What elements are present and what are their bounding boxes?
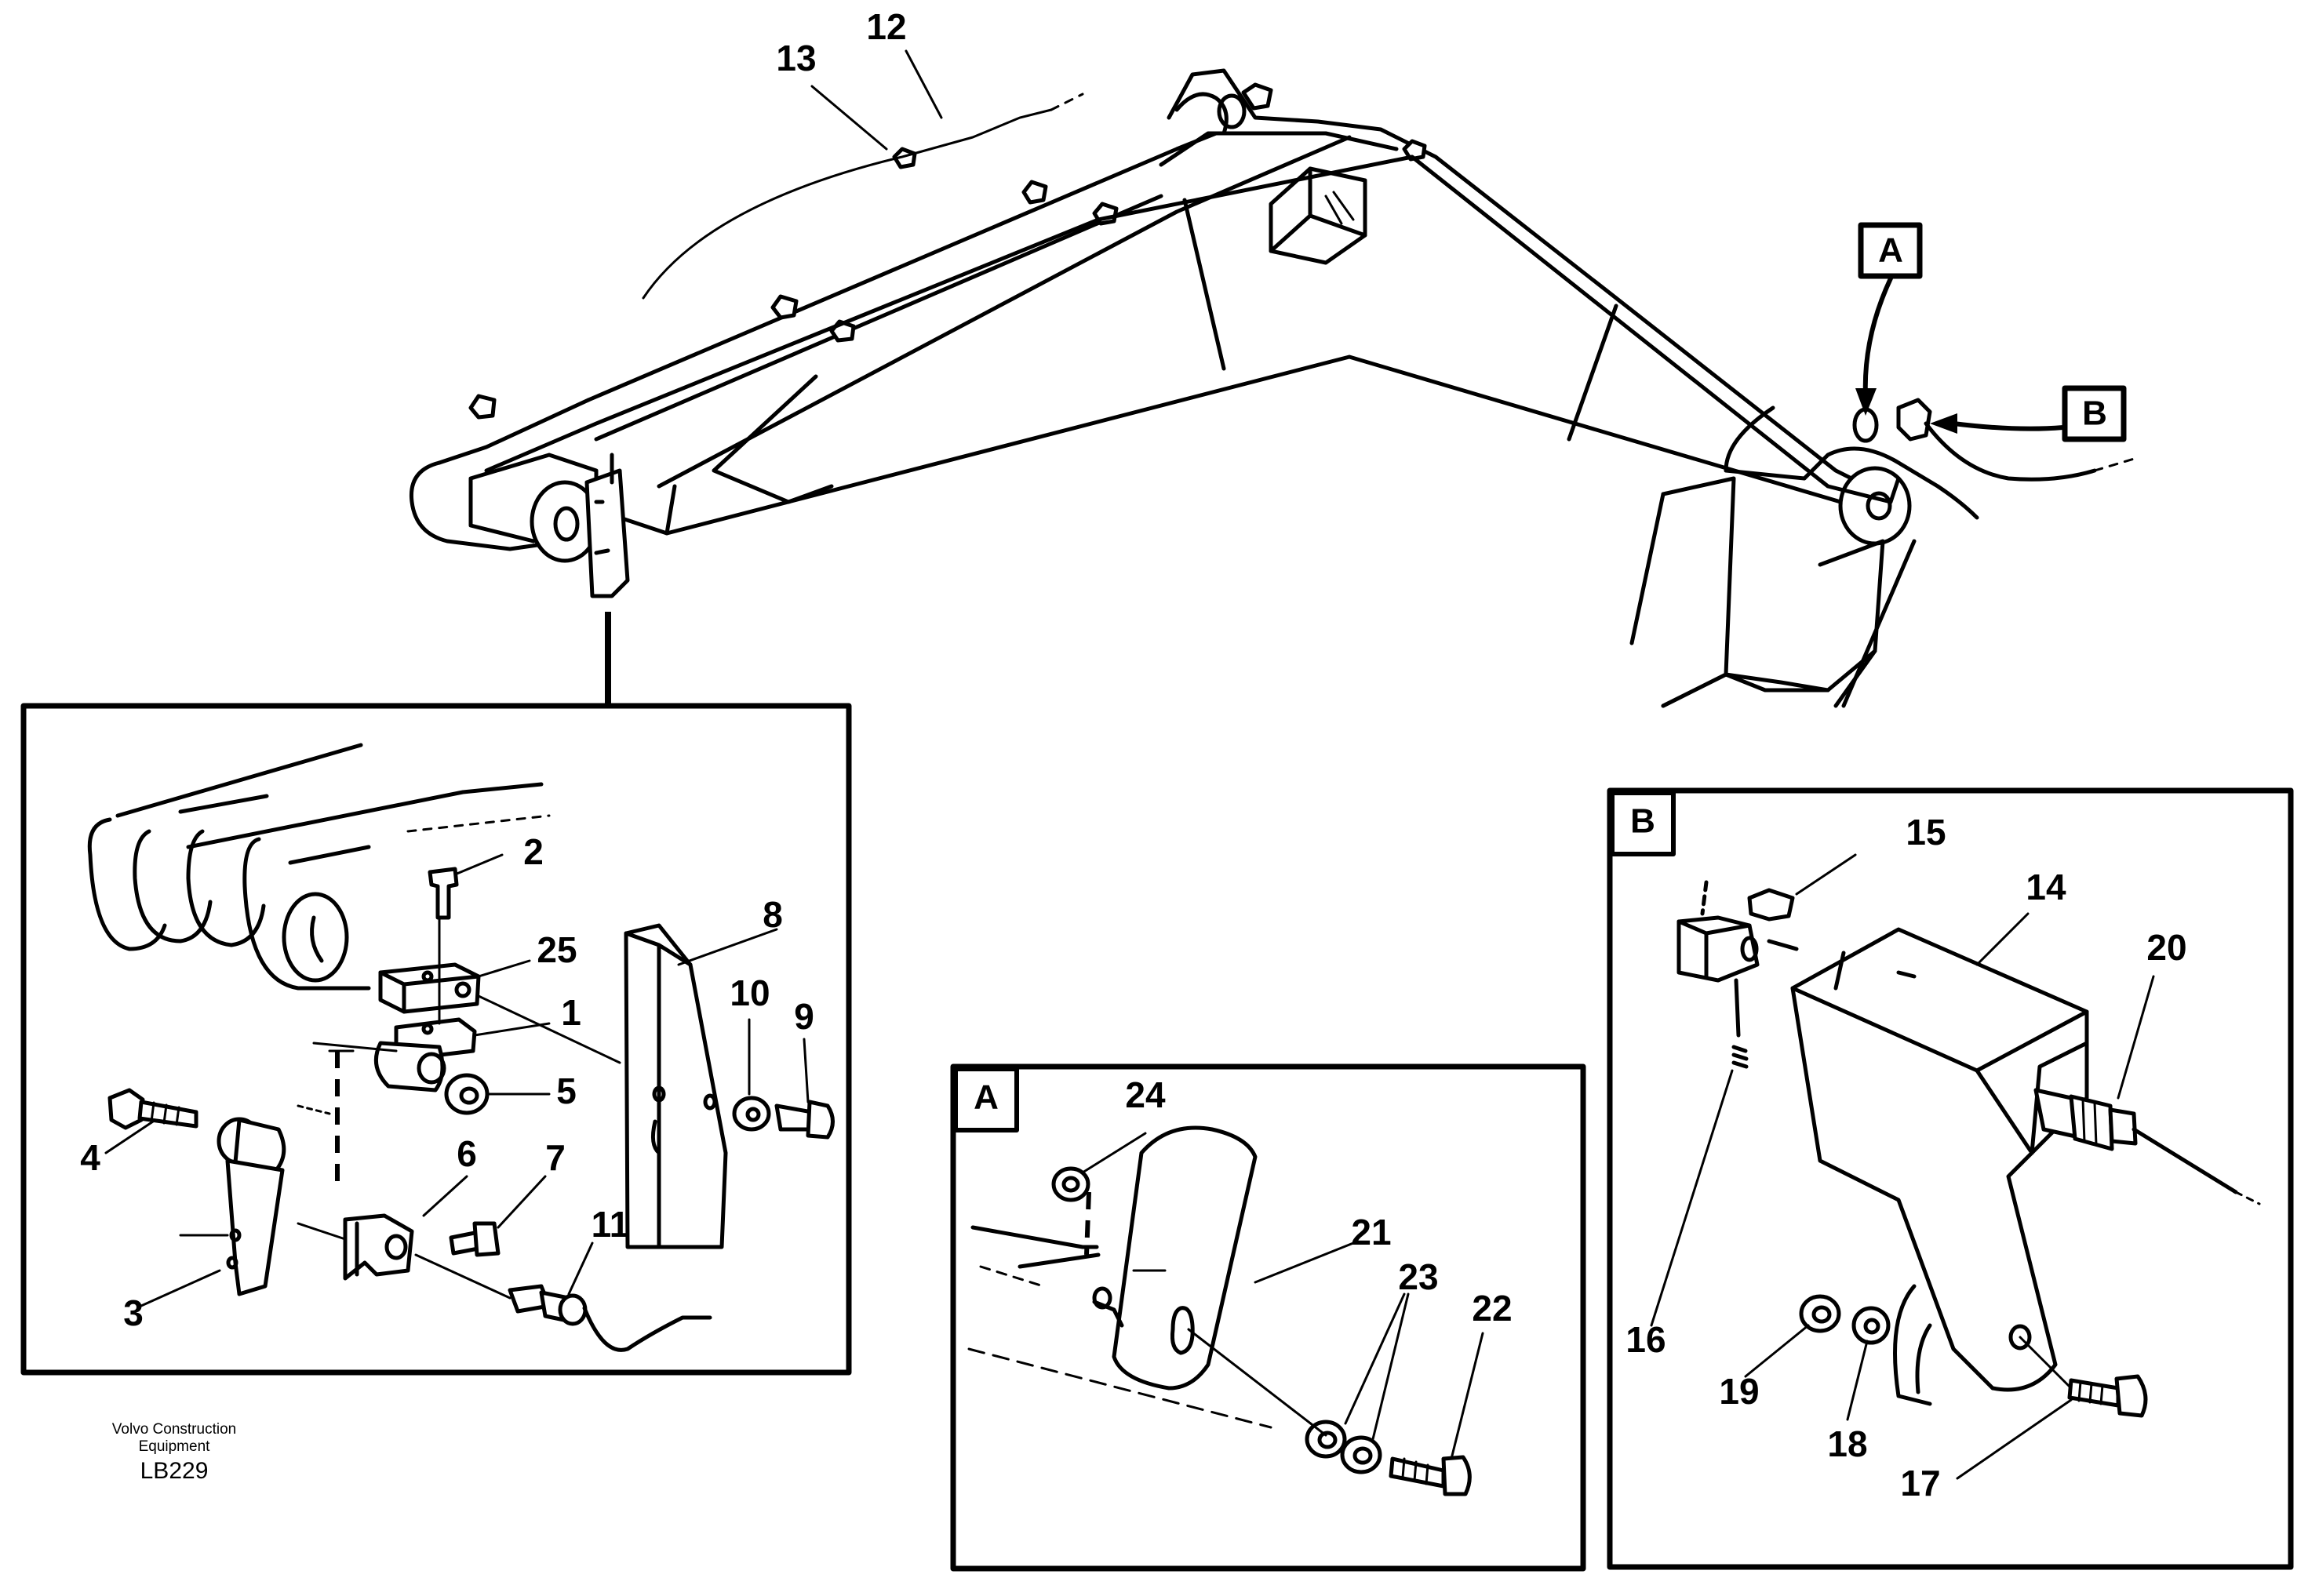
label-12: 12 bbox=[866, 6, 906, 47]
detail-b-tag: B bbox=[1630, 802, 1655, 841]
caption-line-2: Equipment bbox=[139, 1438, 211, 1455]
boom-assembly bbox=[409, 68, 1979, 708]
part-labels: 13 12 2 25 8 1 5 10 9 4 6 7 11 3 24 21 2… bbox=[80, 6, 2186, 1503]
label-15: 15 bbox=[1906, 812, 1946, 853]
view-tag-a: A bbox=[1858, 222, 1923, 279]
label-22: 22 bbox=[1472, 1288, 1512, 1329]
label-25: 25 bbox=[537, 929, 577, 970]
label-11: 11 bbox=[592, 1204, 630, 1245]
caption-line-1: Volvo Construction bbox=[112, 1421, 236, 1438]
view-tag-b: B bbox=[2062, 385, 2127, 442]
label-14: 14 bbox=[2026, 867, 2066, 907]
cable-clips bbox=[468, 82, 1427, 420]
label-20: 20 bbox=[2146, 927, 2186, 968]
sensor-bracket-location bbox=[584, 453, 630, 598]
label-6: 6 bbox=[457, 1133, 477, 1174]
detail-view-a bbox=[950, 1063, 1586, 1572]
view-arrows bbox=[1855, 276, 2066, 434]
label-1: 1 bbox=[561, 992, 581, 1033]
label-4: 4 bbox=[80, 1137, 100, 1178]
label-2: 2 bbox=[523, 831, 544, 872]
label-19: 19 bbox=[1719, 1371, 1759, 1412]
label-8: 8 bbox=[763, 894, 783, 935]
caption-code: LB229 bbox=[140, 1458, 209, 1484]
label-10: 10 bbox=[730, 973, 770, 1013]
label-23: 23 bbox=[1398, 1256, 1438, 1297]
label-13: 13 bbox=[776, 38, 816, 78]
svg-text:A: A bbox=[1878, 231, 1903, 270]
label-24: 24 bbox=[1125, 1074, 1166, 1115]
label-17: 17 bbox=[1900, 1463, 1940, 1503]
detail-view-b bbox=[1607, 787, 2294, 1570]
label-3: 3 bbox=[123, 1292, 144, 1333]
label-21: 21 bbox=[1351, 1212, 1391, 1252]
detail-a-tag: A bbox=[974, 1078, 999, 1117]
leader-lines bbox=[104, 49, 2155, 1480]
label-18: 18 bbox=[1827, 1423, 1867, 1464]
label-5: 5 bbox=[556, 1071, 577, 1111]
label-16: 16 bbox=[1625, 1319, 1666, 1360]
publisher-caption: Volvo Construction Equipment LB229 bbox=[112, 1421, 236, 1484]
svg-text:B: B bbox=[2082, 394, 2107, 433]
detail-sensor-assembly bbox=[20, 703, 852, 1376]
label-7: 7 bbox=[545, 1137, 566, 1178]
label-9: 9 bbox=[794, 996, 814, 1037]
